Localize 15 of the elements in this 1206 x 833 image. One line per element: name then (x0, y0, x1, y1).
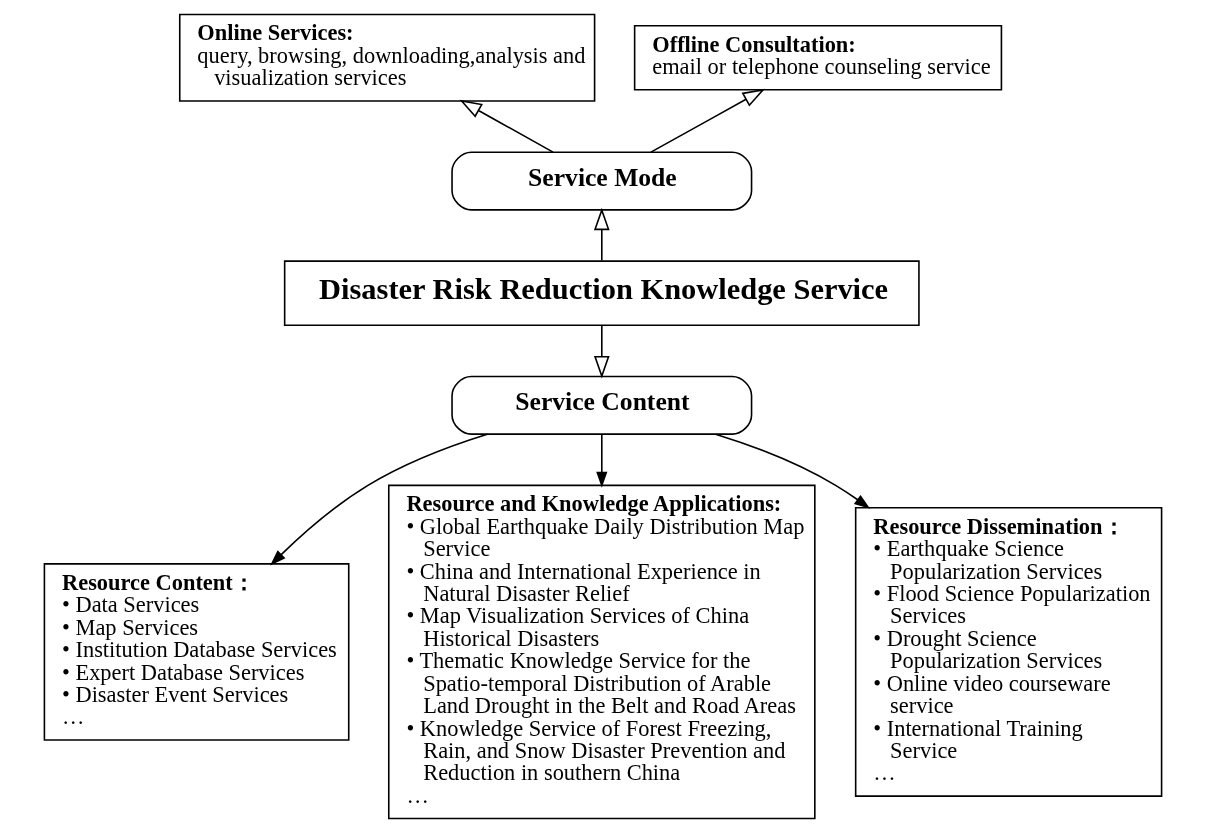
node-box: Offline Consultation: email or telephone counseling service (633, 24, 1003, 91)
node-box: Service Content (451, 375, 753, 435)
arrow (596, 433, 608, 488)
arrow (650, 88, 765, 153)
node-box: Service Mode (451, 151, 753, 211)
node-box: Disaster Risk Reduction Knowledge Service (283, 260, 920, 326)
arrow (270, 433, 489, 566)
node-box: Online Services: query, browsing, downloading,analysis and visualization services (178, 13, 596, 102)
arrow (593, 324, 610, 379)
node-box: Resource Dissemination： • Earthquake Science Popularization Services • Flood Science Popularization Services • Drought Science Popularization Services • Online video courseware service • International Training Service … (854, 507, 1163, 797)
arrow (714, 433, 871, 509)
node-box: Resource Content： • Data Services • Map Services • Institution Database Services • Expert Database Services • Disaster Event Services … (43, 563, 350, 741)
node-box: Resource and Knowledge Applications: • Global Earthquake Daily Distribution Map Service • China and International Experience in Natural Disaster Relief • Map Visualization Services of China Historical Disasters • Thematic Knowledge Service for the Spatio-temporal Distribution of Arable Land Drought in the Belt and Road Areas • Knowledge Service of Forest Freezing, Rain, and Snow Disaster Prevention and Reduction in southern China … (387, 484, 816, 820)
arrow (459, 99, 554, 153)
arrow (593, 207, 610, 262)
